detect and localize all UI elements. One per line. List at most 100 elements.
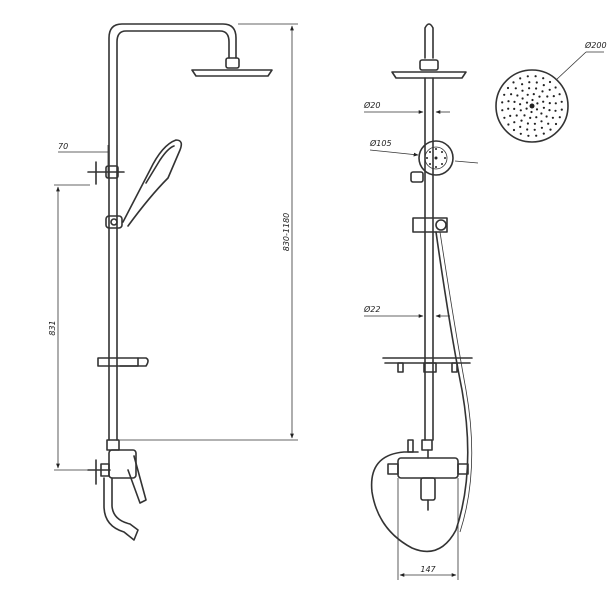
nozzle-dot (507, 107, 510, 110)
nozzle-dot (507, 123, 510, 126)
nozzle-center (529, 103, 535, 109)
nozzle-dot (528, 87, 531, 90)
front-view (370, 23, 473, 553)
nozzle-dot (542, 106, 546, 109)
nozzle-dot (519, 109, 522, 112)
nozzle-dot (547, 122, 550, 125)
nozzle-dot (521, 89, 524, 92)
side-rain-head (225, 57, 240, 69)
nozzle-dot (519, 103, 522, 106)
nozzle-dot (538, 95, 541, 98)
nozzle-dot (526, 93, 529, 96)
nozzle-dot (519, 132, 522, 135)
nozzle-dot (501, 109, 504, 112)
nozzle-dot (531, 98, 534, 102)
nozzle-dot (554, 109, 557, 112)
nozzle-dot (540, 112, 543, 115)
nozzle-dot (521, 83, 524, 86)
side-spout (103, 477, 139, 541)
nozzle-dot (527, 134, 530, 137)
nozzle-dot (526, 75, 529, 78)
nozzle-dot (533, 122, 537, 125)
nozzle-dot (535, 81, 538, 84)
nozzle-dot (554, 122, 558, 126)
dim-bar-height: 831 (48, 320, 57, 335)
nozzle-dot (532, 93, 535, 96)
nozzle-dot (529, 116, 532, 119)
nozzle-dot (542, 84, 545, 87)
front-rain-head (419, 59, 439, 71)
nozzle-dot (513, 107, 516, 110)
nozzle-dot (516, 94, 519, 97)
nozzle-dot (540, 120, 543, 123)
nozzle-dot (526, 128, 529, 131)
nozzle-dot (526, 122, 530, 125)
dim-arm-offset: 70 (58, 142, 68, 151)
nozzle-dot (503, 93, 506, 96)
nozzle-dot (519, 77, 522, 80)
nozzle-dot (549, 128, 552, 131)
nozzle-dot (551, 116, 555, 119)
side-hand-shower (105, 139, 183, 229)
nozzle-dot (528, 81, 531, 84)
dim-pipe-lower: Ø22 (363, 304, 380, 314)
nozzle-dot (534, 75, 537, 78)
nozzle-dot (542, 132, 545, 135)
rain-head-top-view: Ø200 (495, 40, 607, 143)
front-dimensions: Ø20 Ø105 Ø22 147 (363, 100, 479, 580)
nozzle-dot (542, 100, 545, 103)
nozzle-dot (509, 114, 512, 117)
nozzle-dot (513, 100, 516, 103)
nozzle-dot (535, 87, 538, 90)
nozzle-dot (545, 115, 548, 118)
side-view (87, 23, 273, 541)
nozzle-dot (535, 108, 539, 111)
nozzle-dot (514, 87, 517, 90)
nozzle-dot (541, 90, 544, 93)
nozzle-dot (548, 109, 551, 112)
dim-mixer-width: 147 (420, 565, 436, 574)
nozzle-dot (554, 86, 557, 89)
nozzle-dot (506, 86, 510, 90)
nozzle-dot (535, 134, 538, 137)
nozzle-dot (542, 77, 545, 80)
side-shelf (97, 357, 149, 367)
nozzle-dot (535, 116, 538, 119)
nozzle-dot (560, 108, 563, 111)
nozzle-dot (548, 80, 552, 84)
front-hose (370, 231, 469, 553)
dim-pipe-upper: Ø20 (363, 100, 380, 110)
nozzle-dot (512, 81, 515, 84)
dim-total-height: 830-1180 (282, 213, 291, 252)
nozzle-dot (513, 121, 516, 124)
dim-rain-diameter: Ø200 (584, 40, 607, 50)
nozzle-dot (515, 114, 518, 117)
nozzle-dot (525, 107, 528, 110)
nozzle-dot (560, 100, 563, 103)
nozzle-dot (558, 116, 561, 119)
nozzle-dot (533, 128, 536, 131)
nozzle-dot (546, 95, 549, 98)
dim-hand-head: Ø105 (369, 138, 392, 148)
front-shelf (382, 357, 473, 373)
nozzle-dot (530, 110, 533, 114)
nozzle-dot (552, 95, 555, 98)
nozzle-dot (501, 101, 504, 104)
nozzle-dot (525, 101, 529, 104)
nozzle-dot (554, 102, 557, 105)
nozzle-dot (523, 114, 526, 117)
nozzle-dot (507, 100, 510, 103)
nozzle-dot (536, 102, 539, 105)
nozzle-dot (548, 88, 551, 91)
nozzle-dot (519, 125, 522, 128)
side-riser-pipe (108, 23, 237, 441)
front-hand-shower-face (418, 140, 454, 176)
nozzle-dot (540, 126, 544, 129)
front-mixer (387, 439, 469, 511)
nozzle-dot (558, 93, 561, 96)
side-dimensions: 70 830-1180 831 (48, 23, 298, 471)
side-mixer (87, 439, 147, 504)
nozzle-dot (510, 93, 513, 96)
nozzle-dot (503, 116, 506, 119)
